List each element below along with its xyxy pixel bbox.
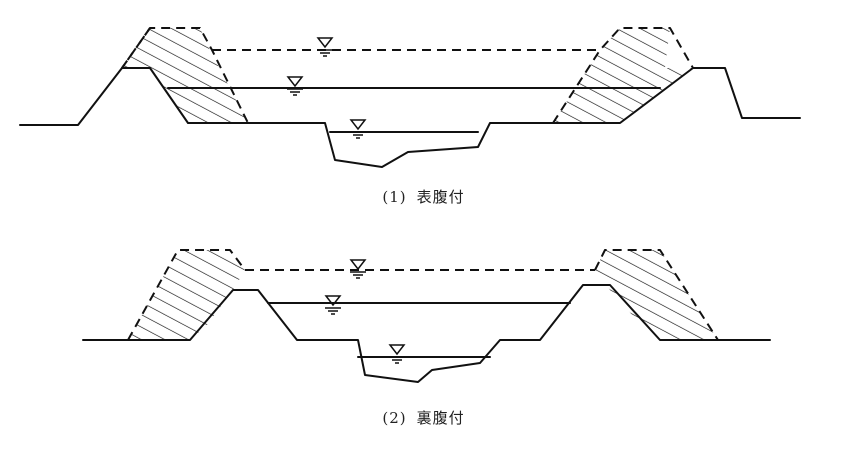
figure-1-title: 表腹付 — [416, 188, 465, 206]
levee-cross-section-1 — [19, 27, 801, 168]
figure-2-caption: (2) 裏腹付 — [0, 407, 847, 428]
water-level-icon — [324, 295, 342, 315]
hatched-area-left — [122, 28, 248, 123]
new-levee-profile-right — [594, 249, 719, 341]
existing-levee-profile — [19, 67, 801, 168]
hatch-boundary-left — [121, 27, 151, 69]
levee-cross-section-2 — [82, 249, 771, 383]
figure-2-number: (2) — [382, 409, 407, 427]
figure-2: (2) 裏腹付 — [0, 215, 847, 462]
figure-2-title: 裏腹付 — [416, 409, 465, 427]
water-level-icon — [388, 344, 406, 364]
figure-1: (1) 表腹付 — [0, 0, 847, 215]
figure-1-caption: (1) 表腹付 — [0, 186, 847, 207]
new-levee-profile-left — [127, 249, 246, 341]
water-level-icon — [349, 119, 367, 139]
existing-levee-profile — [82, 284, 771, 383]
new-levee-profile-right — [552, 27, 694, 124]
hatched-area-left — [128, 250, 245, 340]
hatched-area-right — [553, 28, 693, 123]
water-level-icon — [316, 37, 334, 57]
hatched-area-right — [595, 250, 718, 340]
water-level-icon — [286, 76, 304, 96]
water-level-icon — [349, 259, 367, 279]
figure-1-number: (1) — [382, 188, 407, 206]
